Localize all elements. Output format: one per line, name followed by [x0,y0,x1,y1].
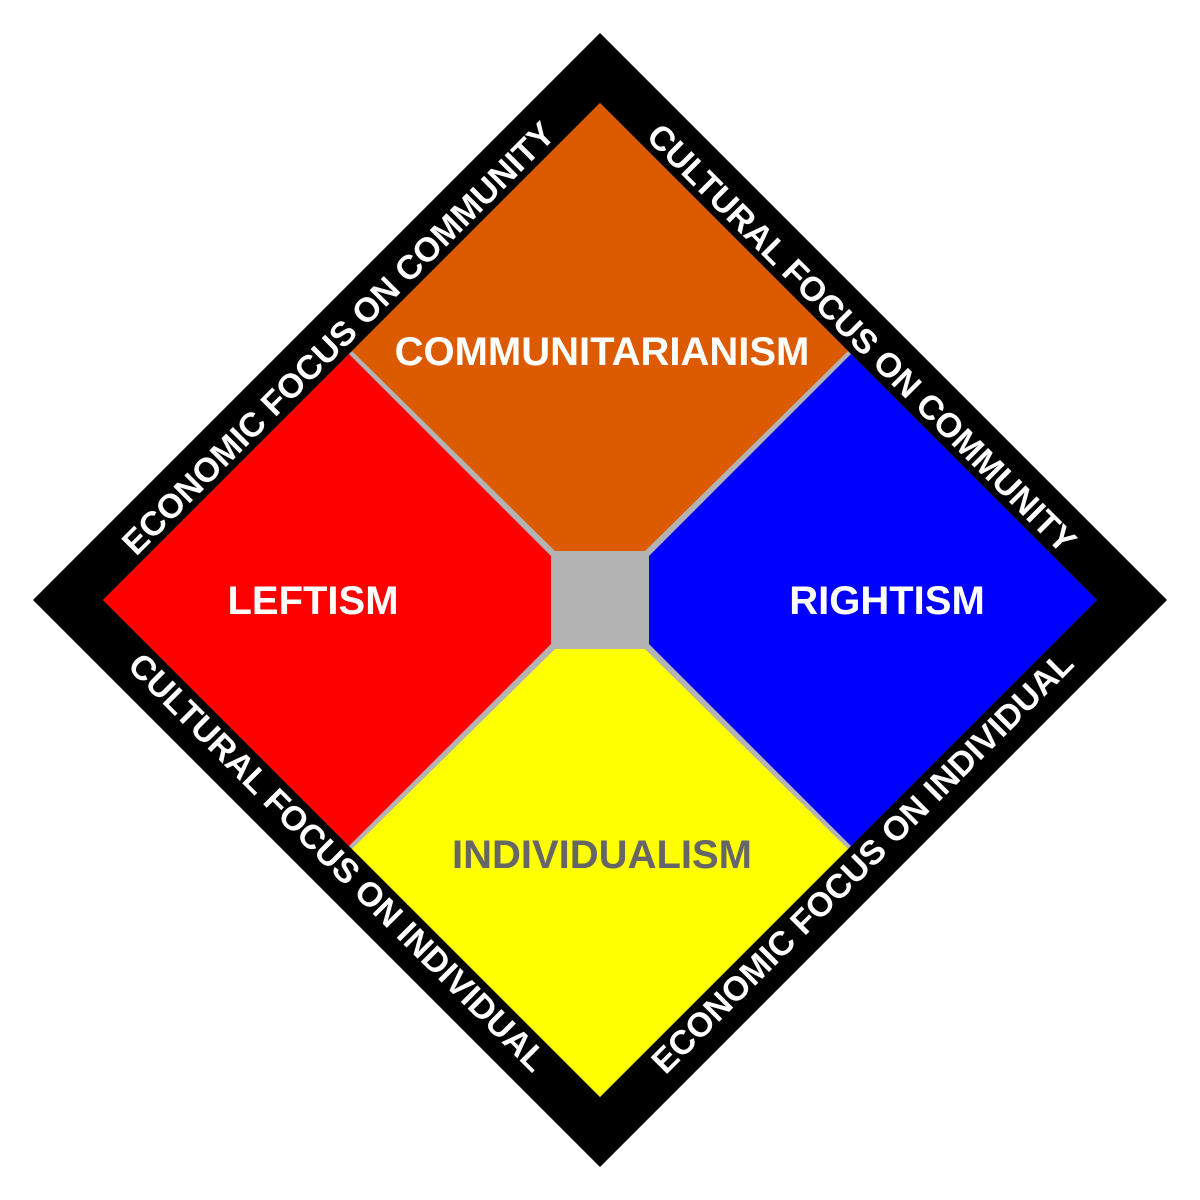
label-individualism: INDIVIDUALISM [452,833,752,877]
label-rightism: RIGHTISM [789,579,985,623]
center-square [551,551,649,649]
quadrant-top [352,103,848,552]
quadrant-left [103,354,551,846]
quadrant-bottom [352,648,848,1097]
label-leftism: LEFTISM [227,579,398,623]
quadrant-right [649,354,1097,846]
label-communitarianism: COMMUNITARIANISM [395,330,810,374]
